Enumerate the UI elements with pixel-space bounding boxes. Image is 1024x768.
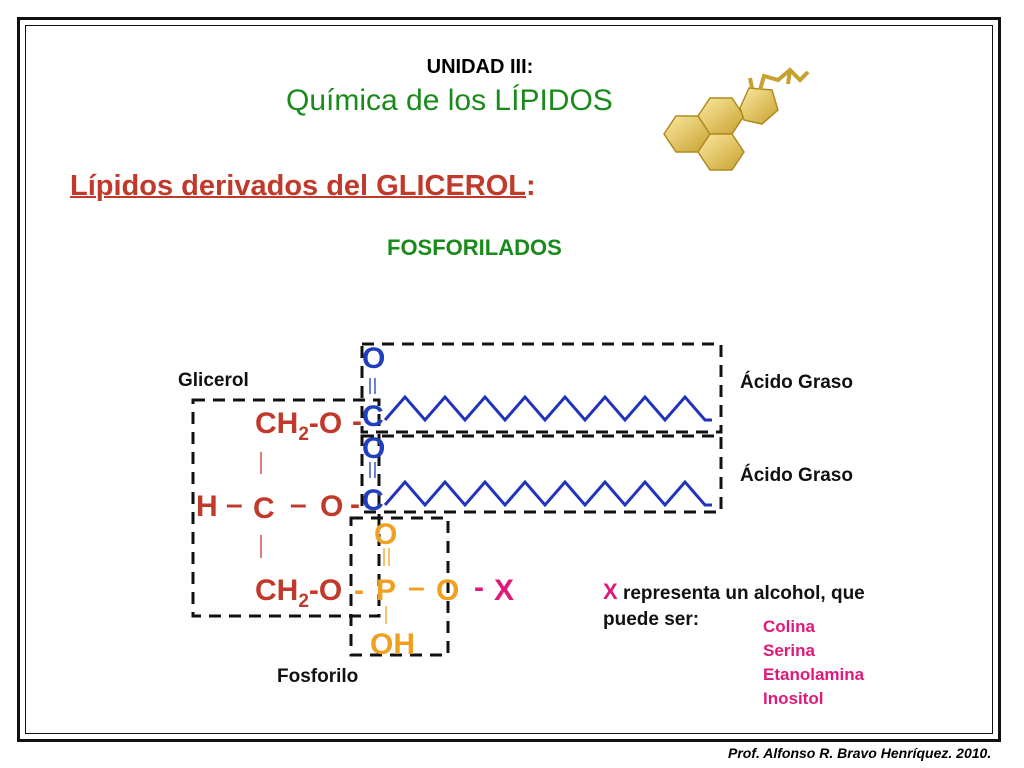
section-title-colon: : [526, 170, 536, 202]
label-acido-graso-2: Ácido Graso [740, 465, 853, 486]
fatty-acid-chain-1 [383, 394, 712, 423]
o-link-3: -O [308, 574, 343, 607]
alcohol-list: Colina Serina Etanolamina Inositol [763, 615, 864, 711]
fatty-acid-chain-2 [383, 479, 712, 508]
x-group: X [494, 574, 515, 607]
dash-p: – [408, 571, 425, 604]
section-title-text: Lípidos derivados del GLICEROL [70, 170, 526, 202]
fosforilo-box [349, 516, 450, 657]
label-acido-graso-1: Ácido Graso [740, 372, 853, 393]
ch2-bottom-sub: 2 [298, 591, 309, 612]
section-title: Lípidos derivados del GLICEROL: [70, 170, 536, 203]
unit-title: UNIDAD III: [426, 56, 534, 78]
alcohol-item: Colina [763, 617, 815, 636]
dash-x: - [474, 571, 484, 604]
formula-ch2-bottom: CH2-O [255, 574, 342, 613]
o-link-1: -O [308, 407, 343, 440]
label-glicerol: Glicerol [178, 370, 249, 391]
oxygen-mid: O [320, 490, 344, 523]
oxygen-p: O [436, 574, 460, 607]
alcohol-item: Serina [763, 641, 815, 660]
carbon-2: C [362, 484, 384, 517]
ch2-bottom: CH [255, 574, 299, 607]
footer-credit: Prof. Alfonso R. Bravo Henríquez. 2010. [728, 745, 992, 761]
explanation-x: X [603, 579, 618, 604]
alcohol-item: Etanolamina [763, 665, 865, 684]
ch2-top: CH [255, 407, 299, 440]
dash-h: – [226, 488, 243, 521]
fatty-acid-box-1 [360, 342, 723, 434]
formula-ch2-top: CH2-O [255, 407, 342, 446]
subtitle-fosforilados: FOSFORILADOS [387, 235, 562, 260]
fatty-acid-box-2 [360, 434, 723, 514]
dash-3: - [354, 574, 364, 607]
alcohol-item: Inositol [763, 689, 824, 708]
dash-1: - [352, 405, 362, 438]
main-title: Química de los LÍPIDOS [286, 84, 613, 117]
carbon-1: C [362, 400, 384, 433]
ch2-top-sub: 2 [298, 424, 309, 445]
carbonyl-oxygen-1: O [362, 342, 386, 375]
slide-frame-outer [17, 17, 1001, 742]
hydroxyl: OH [370, 628, 415, 661]
phosphoryl-oxygen: O [374, 518, 398, 551]
carbon-mid: C [253, 492, 275, 525]
explanation-line-1: X representa un alcohol, que [603, 578, 865, 607]
phosphorus: P [376, 574, 397, 607]
dash-mid: – [290, 488, 307, 521]
carbonyl-oxygen-2: O [362, 432, 386, 465]
slide-frame-inner [25, 25, 993, 734]
label-fosforilo: Fosforilo [277, 666, 359, 687]
dash-2: - [350, 488, 360, 521]
hydrogen: H [196, 490, 218, 523]
explanation-text-1: representa un alcohol, que [617, 583, 865, 604]
explanation-line-2: puede ser: [603, 609, 700, 630]
